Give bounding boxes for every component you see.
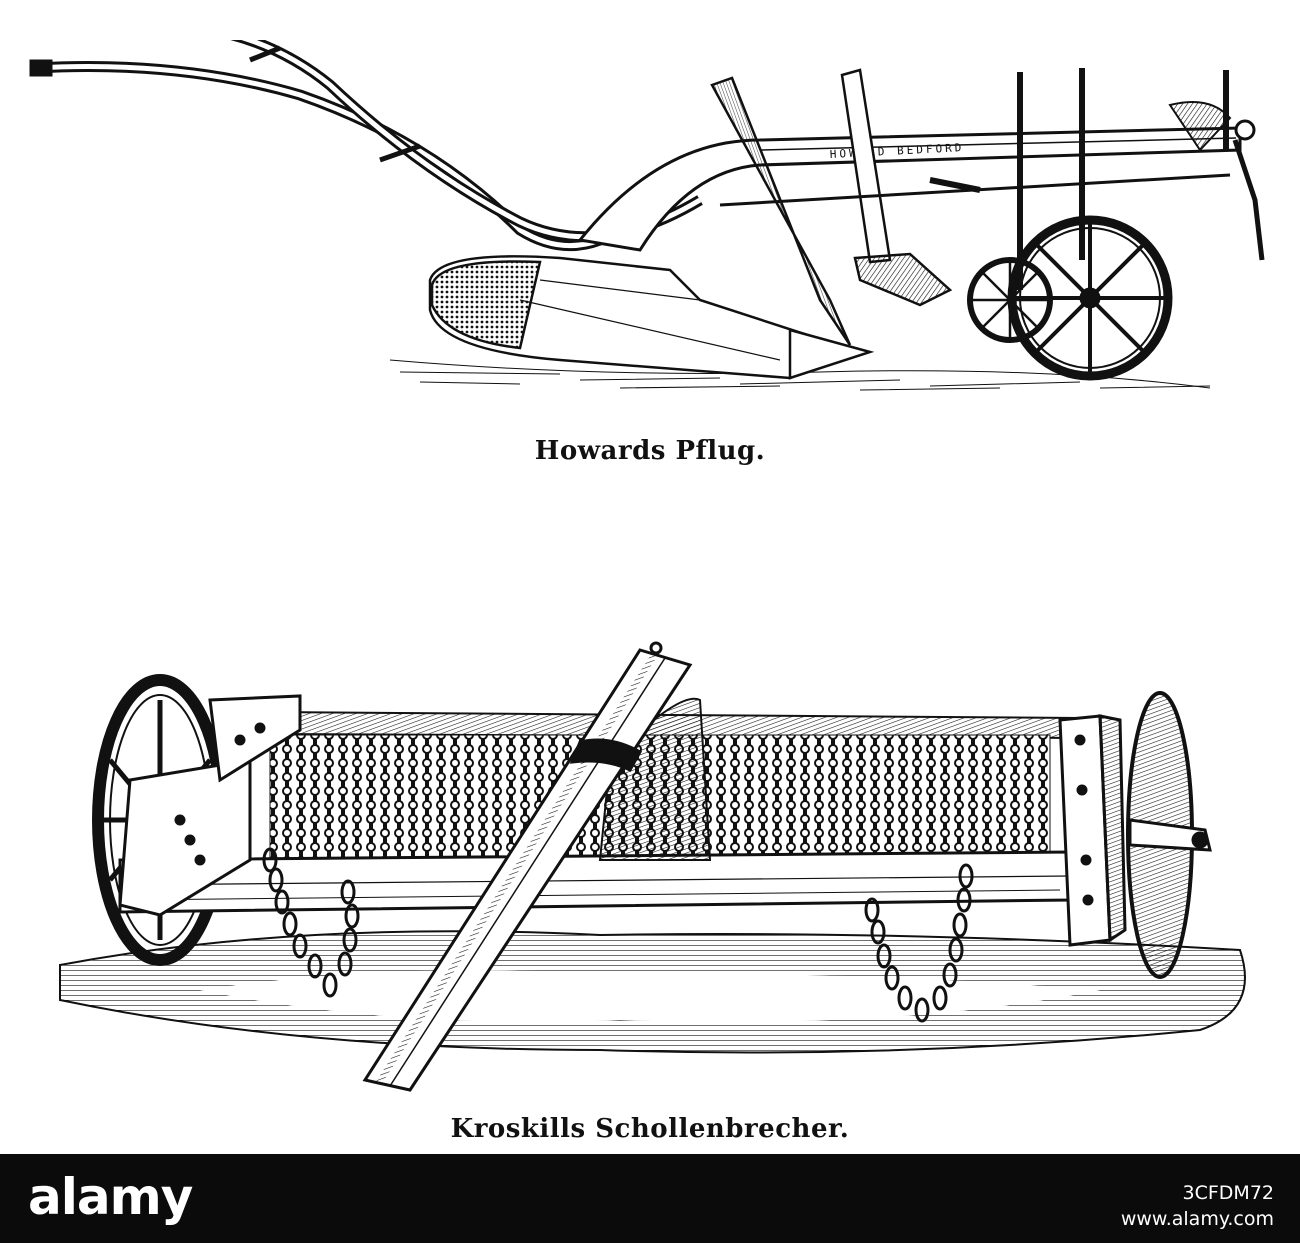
stock-logo: alamy (28, 1168, 193, 1226)
stock-image-id: 3CFDM72 (1182, 1182, 1274, 1204)
crusher-right-bracket (1058, 714, 1127, 947)
crusher-left-chain (262, 847, 360, 998)
kroskills-clod-crusher-engraving (59, 641, 1246, 1092)
crusher-right-chain (864, 863, 974, 1023)
crusher-draw-pole (362, 641, 693, 1092)
crusher-caption: Kroskills Schollenbrecher. (450, 1114, 850, 1144)
plow-large-wheel (1007, 215, 1173, 381)
stock-image-info: 3CFDM72 www.alamy.com (1121, 1180, 1274, 1232)
plow-coulters (710, 68, 953, 346)
plow-linkage (719, 68, 1265, 290)
crusher-front-frame (118, 850, 1072, 914)
howards-plow-engraving: HOWARD BEDFORD (29, 40, 1265, 391)
plow-beam (577, 101, 1256, 252)
crusher-left-bracket (118, 694, 302, 917)
stock-watermark-bar: alamy 3CFDM72 www.alamy.com (0, 1154, 1300, 1243)
plow-caption: Howards Pflug. (534, 436, 766, 466)
stock-site-url: www.alamy.com (1120, 1208, 1274, 1230)
crusher-right-wheel (1126, 691, 1212, 979)
plow-mouldboard (428, 255, 875, 380)
plow-handles (29, 40, 703, 252)
